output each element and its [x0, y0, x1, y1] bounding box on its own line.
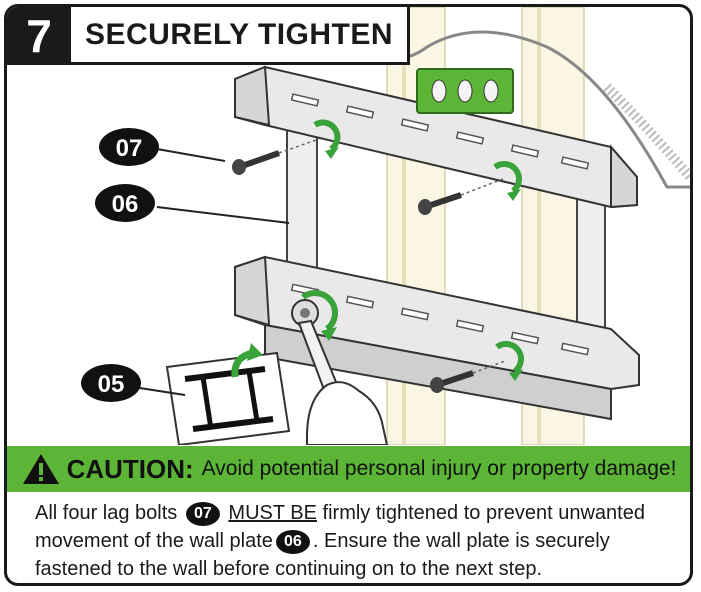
mounting-illustration: 07 06 05: [81, 7, 690, 445]
must-be-emphasis: MUST BE: [228, 502, 317, 524]
instruction-part-2: firmly tightened to prevent unwanted mov…: [35, 502, 645, 552]
lag-bolt-bottom-right: [430, 360, 506, 393]
instruction-text: All four lag bolts 07 MUST BE firmly tig…: [35, 499, 675, 583]
callout-06: 06: [95, 184, 155, 222]
svg-text:05: 05: [98, 371, 125, 398]
wall-plate-upright-right: [576, 186, 606, 338]
warning-icon: [22, 454, 59, 484]
caution-message: Avoid potential personal injury or prope…: [201, 457, 677, 480]
lag-bolt-top-left: [232, 138, 320, 175]
step-header: 7 SECURELY TIGHTEN: [7, 7, 411, 65]
step-title: SECURELY TIGHTEN: [71, 7, 411, 65]
badge-06: 06: [275, 529, 310, 554]
inset-diagram: [165, 343, 291, 445]
svg-text:07: 07: [116, 135, 143, 162]
badge-07: 07: [185, 501, 220, 526]
instruction-part-3: . Ensure the wall plate is securely fast…: [35, 530, 610, 580]
step-number: 7: [7, 7, 71, 65]
lag-bolt-top-right: [418, 178, 504, 215]
rotate-arrow-icon: [301, 119, 524, 374]
hand: [306, 381, 389, 445]
caution-bar: CAUTION: Avoid potential personal injury…: [7, 446, 690, 492]
svg-text:06: 06: [112, 191, 139, 218]
caution-label: CAUTION:: [66, 453, 194, 484]
callout-07: 07: [99, 128, 159, 166]
instruction-card: 07 06 05 7 SECURELY TIGHTEN CAUTION: Avo…: [4, 4, 693, 586]
callout-05: 05: [81, 364, 141, 402]
instruction-part-1: All four lag bolts: [35, 502, 178, 524]
